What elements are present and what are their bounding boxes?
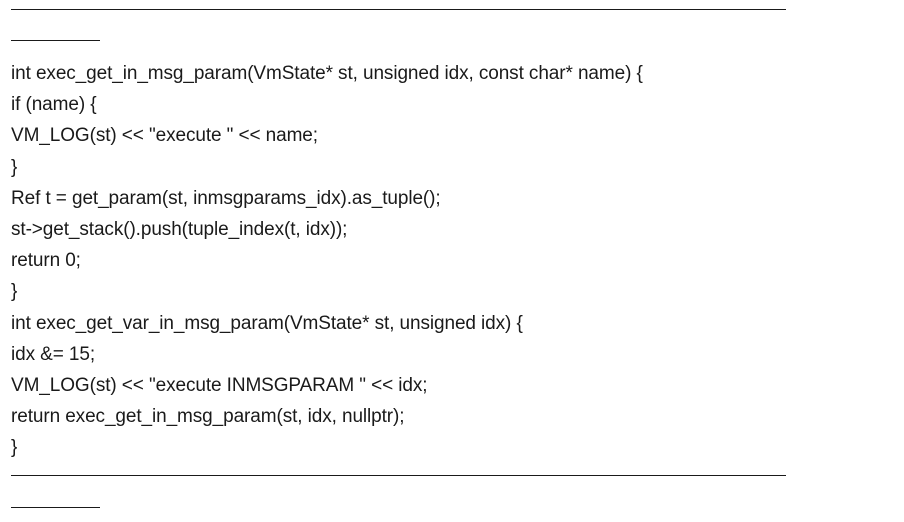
separator-line-short: [11, 40, 100, 41]
code-line: Ref t = get_param(st, inmsgparams_idx).a…: [11, 187, 441, 209]
code-line: idx &= 15;: [11, 343, 96, 365]
code-line: }: [11, 156, 18, 178]
code-line: st->get_stack().push(tuple_index(t, idx)…: [11, 218, 348, 240]
code-block: int exec_get_in_msg_param(VmState* st, u…: [11, 58, 904, 463]
code-line: }: [11, 281, 18, 303]
code-line: return exec_get_in_msg_param(st, idx, nu…: [11, 406, 405, 428]
separator-line-long: [11, 475, 786, 476]
code-line: VM_LOG(st) << "execute INMSGPARAM " << i…: [11, 374, 428, 396]
bottom-separator: [11, 470, 811, 522]
code-line: int exec_get_var_in_msg_param(VmState* s…: [11, 312, 523, 334]
document-body: int exec_get_in_msg_param(VmState* st, u…: [11, 0, 904, 463]
code-line: int exec_get_in_msg_param(VmState* st, u…: [11, 63, 643, 84]
code-line: VM_LOG(st) << "execute " << name;: [11, 125, 318, 147]
code-line: if (name) {: [11, 94, 97, 116]
code-line: return 0;: [11, 250, 81, 272]
separator-line-long: [11, 9, 786, 10]
top-separator: [11, 0, 904, 56]
separator-line-short: [11, 507, 100, 508]
code-line: }: [11, 437, 18, 459]
